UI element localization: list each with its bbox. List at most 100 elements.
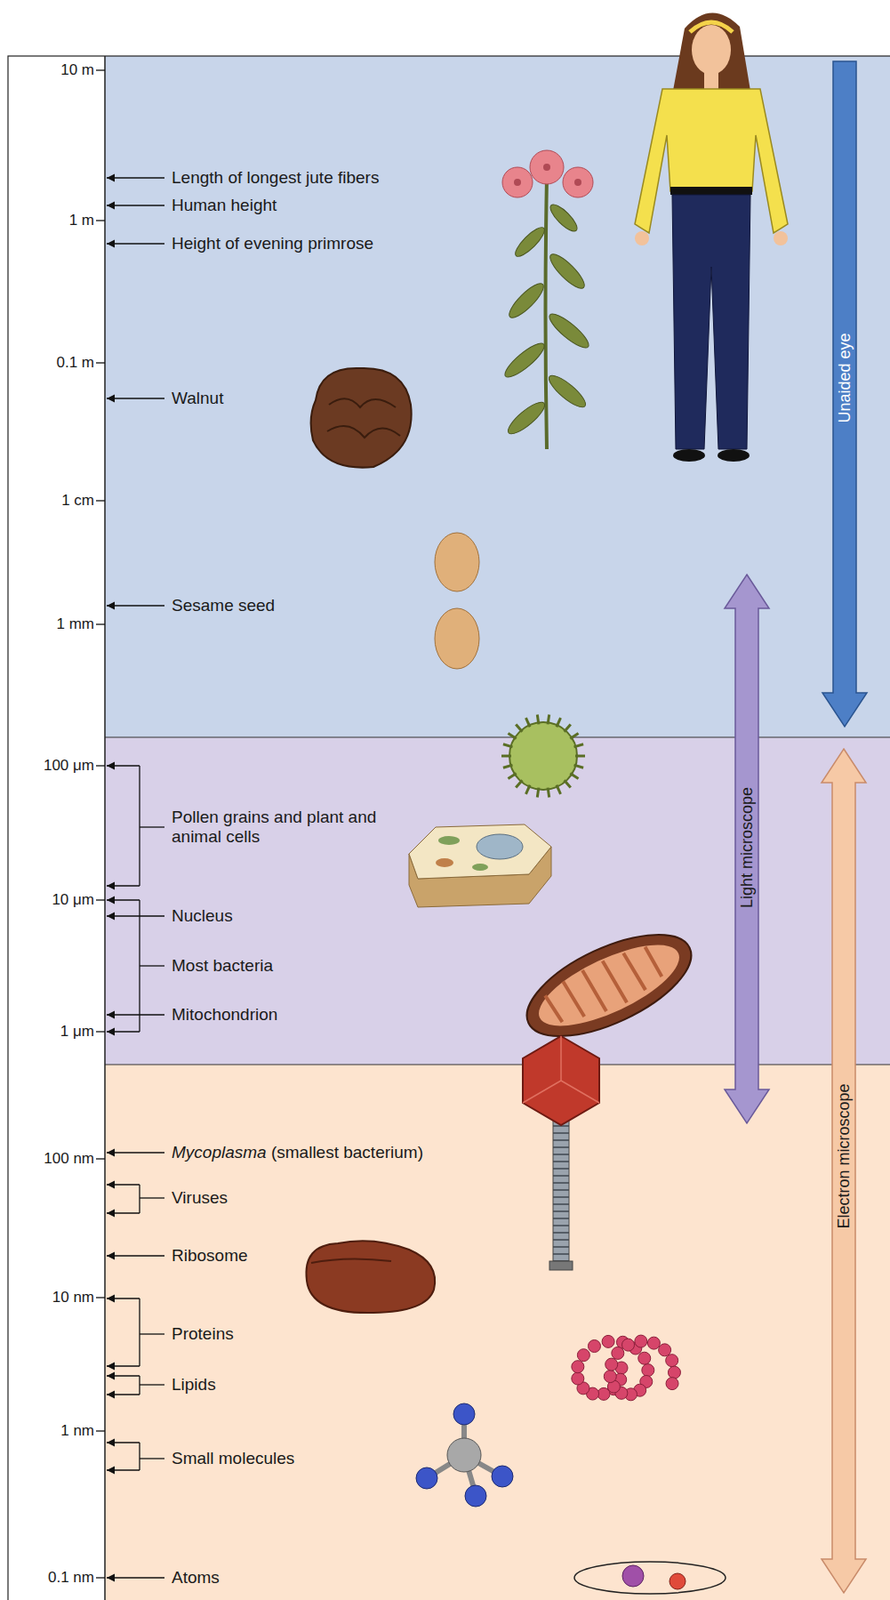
- object-label: Height of evening primrose: [171, 233, 374, 254]
- amino-acid-bead: [571, 1360, 585, 1373]
- range-label: Electron microscope: [834, 1082, 854, 1228]
- scale-label: 0.1 nm: [48, 1568, 95, 1587]
- range-label: Light microscope: [737, 786, 757, 908]
- light-band: [104, 737, 890, 1065]
- amino-acid-bead: [571, 1371, 585, 1385]
- leader-arrow: [106, 1468, 140, 1470]
- protein-chain: [571, 1334, 682, 1401]
- pollen-spike: [537, 787, 539, 798]
- pollen-spike: [515, 723, 522, 731]
- object-label: Viruses: [171, 1187, 228, 1208]
- range-label: Unaided eye: [835, 332, 855, 423]
- band-border: [104, 1063, 890, 1065]
- pollen-spike: [525, 785, 530, 794]
- amino-acid-bead: [667, 1365, 681, 1379]
- object-label: Mycoplasma (smallest bacterium): [171, 1142, 424, 1163]
- leader-arrow: [106, 1151, 165, 1153]
- leader-arrow: [106, 176, 165, 178]
- object-label: Length of longest jute fibers: [171, 168, 379, 188]
- band-border: [104, 736, 890, 738]
- bracket: [138, 765, 140, 886]
- bracket: [138, 1442, 140, 1470]
- leader-arrow: [106, 1183, 140, 1185]
- atom: [574, 1561, 726, 1594]
- scale-label: 10 m: [60, 61, 95, 80]
- label-text: (smallest bacterium): [266, 1142, 424, 1162]
- object-label: Nucleus: [171, 906, 233, 926]
- pollen-spike: [515, 779, 522, 787]
- leader-arrow: [106, 1013, 165, 1015]
- scale-label: 10 μm: [51, 890, 95, 909]
- amino-acid-bead: [665, 1354, 679, 1367]
- pollen-spike: [503, 764, 514, 768]
- leader-arrow: [106, 884, 140, 886]
- leader-line: [139, 1457, 165, 1459]
- scale-label: 1 nm: [60, 1421, 95, 1440]
- virus: [522, 1035, 600, 1270]
- small-molecule: [416, 1403, 514, 1507]
- object-label: Human height: [171, 195, 277, 216]
- leader-arrow: [106, 914, 165, 916]
- leader-arrow: [106, 242, 165, 244]
- leader-arrow: [106, 1254, 165, 1256]
- tick-mark: [96, 898, 105, 900]
- pollen-spike: [564, 779, 571, 787]
- amino-acid-bead: [601, 1334, 615, 1348]
- sesame-seed: [434, 608, 480, 669]
- tick-mark: [96, 764, 105, 766]
- tick-mark: [96, 1030, 105, 1032]
- pollen-spike: [569, 733, 578, 739]
- tick-mark: [96, 499, 105, 501]
- leader-arrow: [106, 1393, 140, 1395]
- ribosome: [305, 1240, 435, 1313]
- plant-cell: [408, 824, 552, 907]
- pollen-spike: [507, 733, 516, 739]
- leader-arrow: [106, 1576, 165, 1578]
- frame: [8, 56, 890, 1600]
- amino-acid-bead: [638, 1351, 651, 1364]
- pollen-spike: [564, 723, 571, 731]
- object-label: Walnut: [171, 388, 224, 409]
- leader-arrow: [106, 397, 165, 399]
- amino-acid-bead: [577, 1348, 590, 1362]
- sesame-seed: [434, 532, 480, 592]
- range-arrow: [822, 61, 867, 727]
- object-label: Most bacteria: [171, 955, 273, 976]
- amino-acid-bead: [605, 1357, 618, 1371]
- leader-arrow: [106, 1374, 140, 1376]
- scale-label: 1 cm: [61, 491, 95, 510]
- leader-arrow: [106, 204, 165, 206]
- pollen-spike: [575, 754, 586, 758]
- visible-band: [104, 56, 890, 738]
- electron-band: [104, 1064, 890, 1600]
- scale-label: 1 μm: [60, 1022, 95, 1041]
- scale-label: 0.1 m: [56, 353, 95, 372]
- object-label: Pollen grains and plant and animal cells: [171, 807, 378, 847]
- scale-label: 10 nm: [52, 1288, 95, 1307]
- leader-arrow: [106, 1364, 140, 1366]
- amino-acid-bead: [641, 1363, 655, 1377]
- amino-acid-bead: [622, 1338, 635, 1351]
- pollen-spike: [503, 744, 514, 747]
- scale-label: 1 mm: [56, 615, 96, 634]
- pollen-spike: [501, 754, 512, 758]
- amino-acid-bead: [634, 1334, 648, 1348]
- tick-mark: [96, 1429, 105, 1431]
- pollen-spike: [525, 717, 530, 727]
- scale-label: 1 m: [69, 211, 95, 230]
- range-arrow: [724, 574, 770, 1123]
- pollen-spike: [547, 787, 550, 798]
- pollen-spike: [574, 764, 585, 768]
- object-label: Proteins: [171, 1323, 234, 1344]
- object-label: Ribosome: [171, 1245, 249, 1266]
- amino-acid-bead: [665, 1377, 679, 1390]
- leader-line: [139, 825, 165, 827]
- leader-arrow: [106, 1441, 140, 1443]
- amino-acid-bead: [603, 1370, 617, 1383]
- amino-acid-bead: [587, 1339, 601, 1353]
- scale-label: 100 μm: [43, 756, 95, 775]
- leader-arrow: [106, 1211, 140, 1213]
- range-arrow: [821, 748, 866, 1593]
- object-label: Atoms: [171, 1567, 220, 1588]
